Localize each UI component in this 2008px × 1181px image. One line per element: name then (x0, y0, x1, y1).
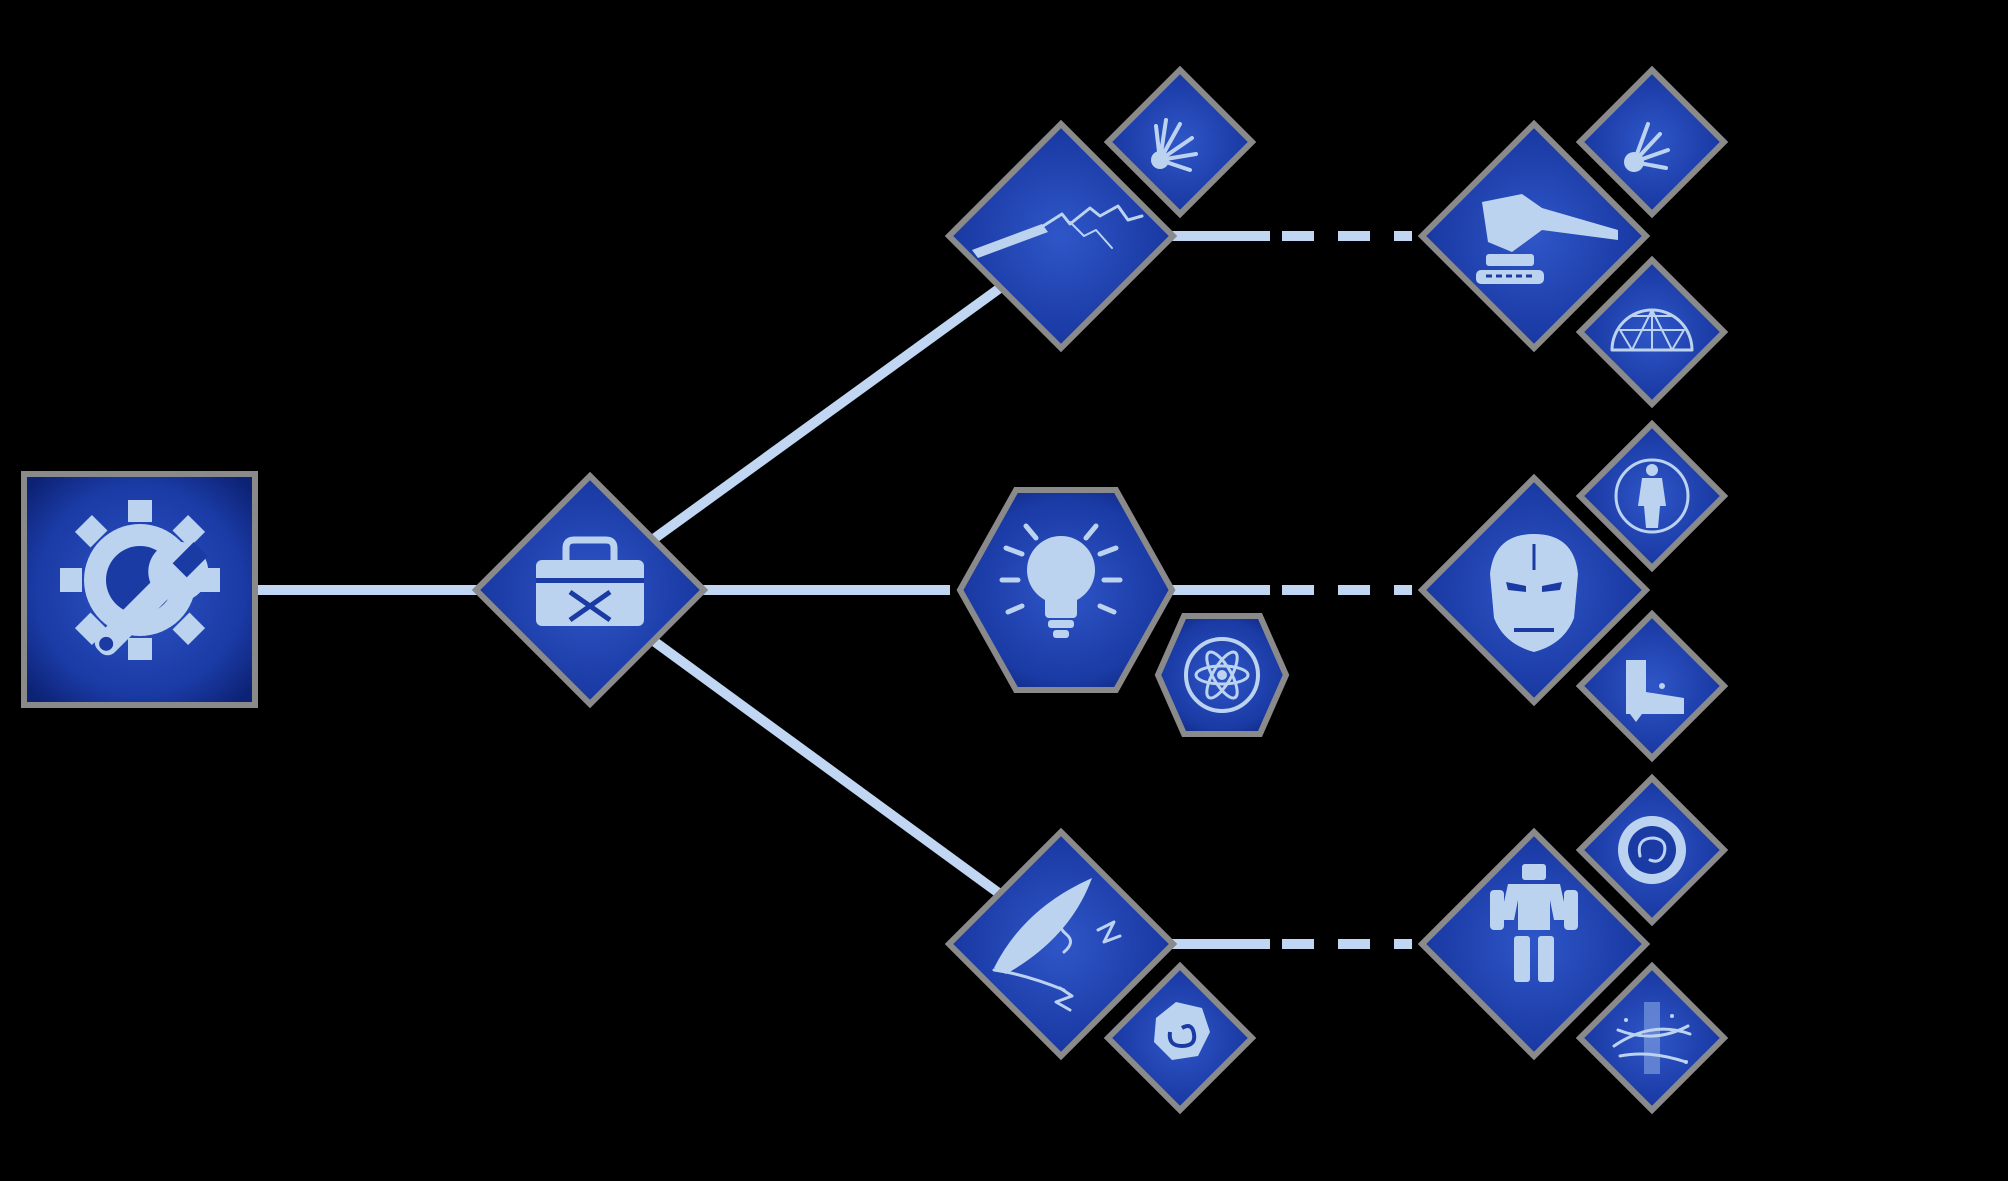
skill-node-armor-mod-1[interactable] (1575, 419, 1729, 573)
skill-node-tech-mod[interactable] (1103, 65, 1257, 219)
skill-node-science-mod[interactable] (1154, 613, 1290, 737)
skill-node-armor-mod-2[interactable] (1575, 609, 1729, 763)
skill-node-turret[interactable] (1417, 119, 1651, 353)
jet-boot-icon (1626, 660, 1684, 722)
impact-burst-icon (1624, 122, 1670, 172)
link-engineer-magic (652, 637, 1003, 899)
skill-node-root[interactable] (21, 471, 258, 708)
skill-node-magic[interactable] (944, 827, 1178, 1061)
geodesic-dome-icon (1610, 308, 1694, 352)
skill-node-engineer[interactable] (471, 471, 709, 709)
suit-figure-icon (1614, 458, 1690, 534)
turret-icon (1476, 194, 1618, 284)
connector-lines (255, 231, 1412, 949)
sparkle-cross-icon (1612, 1002, 1692, 1074)
skill-node-science[interactable] (956, 487, 1176, 693)
lightning-lance-icon (972, 204, 1144, 258)
mech-robot-icon (1490, 864, 1578, 982)
skill-node-armor[interactable] (1417, 473, 1651, 707)
toolbox-icon (536, 536, 644, 626)
skill-node-magic-mod[interactable] (1103, 961, 1257, 1115)
iron-helmet-icon (1490, 534, 1578, 652)
skill-node-mech[interactable] (1417, 827, 1651, 1061)
spiral-seal-icon (1618, 816, 1686, 884)
skill-node-turret-mod-1[interactable] (1575, 65, 1729, 219)
skill-node-mech-mod-1[interactable] (1575, 773, 1729, 927)
rune-stone-icon (1154, 1002, 1210, 1060)
skill-node-tech[interactable] (944, 119, 1178, 353)
skill-node-mech-mod-2[interactable] (1575, 961, 1729, 1115)
atom-icon (1184, 637, 1260, 713)
lightbulb-icon (999, 523, 1123, 638)
gear-wrench-icon (60, 500, 220, 660)
shatter-blast-icon (1151, 118, 1198, 172)
skill-node-turret-mod-2[interactable] (1575, 255, 1729, 409)
link-engineer-tech (652, 283, 1003, 543)
quill-runes-icon (992, 878, 1122, 1012)
